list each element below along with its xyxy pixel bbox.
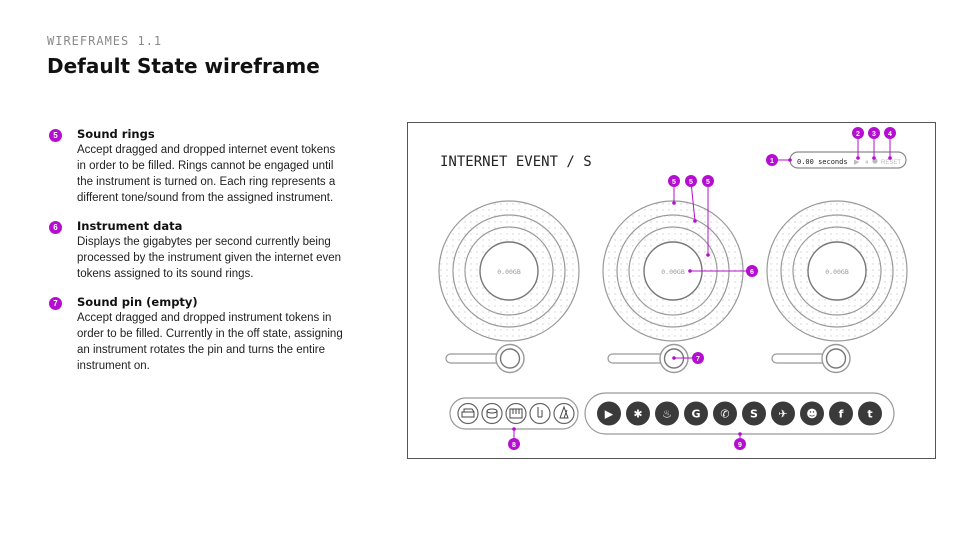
instrument-data-readout: 0.00GB [497,268,521,276]
reddit-icon[interactable]: ☻ [800,401,824,426]
callout-badge-4: 4 [884,127,896,139]
instrument-data-readout: 0.00GB [661,268,685,276]
pause-icon[interactable]: ⏸ [865,159,869,166]
callout-badge: 7 [49,297,62,310]
eyebrow-label: WIREFRAMES 1.1 [47,34,163,48]
note-body: Accept dragged and dropped instrument to… [77,312,343,372]
skype-glyph: S [750,408,758,421]
twitter-icon[interactable]: ✈ [771,401,795,426]
sound-pin-left[interactable] [445,343,525,374]
svg-text:8: 8 [512,442,516,449]
note-body: Displays the gigabytes per second curren… [77,236,342,280]
instrument-center: 0.00GB [602,200,744,342]
callouts: 1 2 3 4 5 5 5 [508,127,896,450]
instrument-token-tray [449,397,579,430]
svg-text:1: 1 [770,158,774,165]
svg-text:9: 9 [738,442,742,449]
play-icon[interactable]: ▶ [854,159,860,166]
drum-icon[interactable] [481,402,503,425]
page-title: Default State wireframe [47,54,320,78]
callout-badge-5c: 5 [702,175,714,187]
google-icon[interactable]: G [684,401,708,426]
google-glyph: G [691,408,700,421]
svg-text:3: 3 [872,131,876,138]
tinder-glyph: ♨ [662,408,672,421]
note-sound-rings: 5 Sound rings Accept dragged and dropped… [47,126,347,206]
instrument-data-display [807,241,867,301]
app-title: INTERNET EVENT / S [440,154,592,170]
instrument-data-display [479,241,539,301]
note-title: Instrument data [77,219,183,233]
yelp-icon[interactable]: ✱ [626,401,650,426]
callout-badge-6: 6 [746,265,758,277]
tumblr-glyph: t [867,408,872,421]
reset-button[interactable]: RESET [881,160,901,166]
instrument-right: 0.00GB [766,200,908,342]
callout-badge-5b: 5 [685,175,697,187]
twitter-glyph: ✈ [778,408,787,421]
callout-badge: 6 [49,221,62,234]
whatsapp-icon[interactable]: ✆ [713,401,737,426]
callout-badge-5a: 5 [668,175,680,187]
callout-badge-3: 3 [868,127,880,139]
yelp-glyph: ✱ [633,408,642,421]
callout-badge-1: 1 [766,154,778,166]
instrument-data-readout: 0.00GB [825,268,849,276]
svg-text:5: 5 [689,179,693,186]
svg-text:7: 7 [696,356,700,363]
tinder-icon[interactable]: ♨ [655,401,679,426]
note-body: Accept dragged and dropped internet even… [77,144,336,204]
svg-text:4: 4 [888,131,892,138]
reddit-glyph: ☻ [806,408,817,421]
note-title: Sound pin (empty) [77,295,198,309]
instrument-left: 0.00GB [438,200,580,342]
metronome-icon[interactable] [553,402,575,425]
callout-badge-7: 7 [692,352,704,364]
note-sound-pin: 7 Sound pin (empty) Accept dragged and d… [47,294,347,374]
whatsapp-glyph: ✆ [720,408,729,421]
violin-icon[interactable] [529,402,551,425]
sound-pin-right[interactable] [771,343,851,374]
svg-text:6: 6 [750,269,754,276]
callout-badge-8: 8 [508,438,520,450]
tumblr-icon[interactable]: t [858,401,882,426]
event-token-tray: ▶ ✱ ♨ G ✆ S ✈ ☻ f t [584,392,895,435]
callout-badge-2: 2 [852,127,864,139]
svg-text:5: 5 [672,179,676,186]
wireframe-frame: INTERNET EVENT / S 0.00 seconds ▶ ⏸ RESE… [407,122,936,459]
note-instrument-data: 6 Instrument data Displays the gigabytes… [47,218,347,282]
keyboard-icon[interactable] [505,402,527,425]
svg-text:5: 5 [706,179,710,186]
note-title: Sound rings [77,127,155,141]
callout-badge-9: 9 [734,438,746,450]
timer-control: 0.00 seconds ▶ ⏸ RESET [789,151,907,169]
piano-icon[interactable] [457,402,479,425]
skype-icon[interactable]: S [742,401,766,426]
timer-readout: 0.00 seconds [797,158,848,166]
annotation-notes: 5 Sound rings Accept dragged and dropped… [47,126,347,386]
callout-badge: 5 [49,129,62,142]
facebook-icon[interactable]: f [829,401,853,426]
youtube-icon[interactable]: ▶ [597,401,621,426]
youtube-glyph: ▶ [605,408,614,421]
svg-text:2: 2 [856,131,860,138]
facebook-glyph: f [839,408,844,421]
